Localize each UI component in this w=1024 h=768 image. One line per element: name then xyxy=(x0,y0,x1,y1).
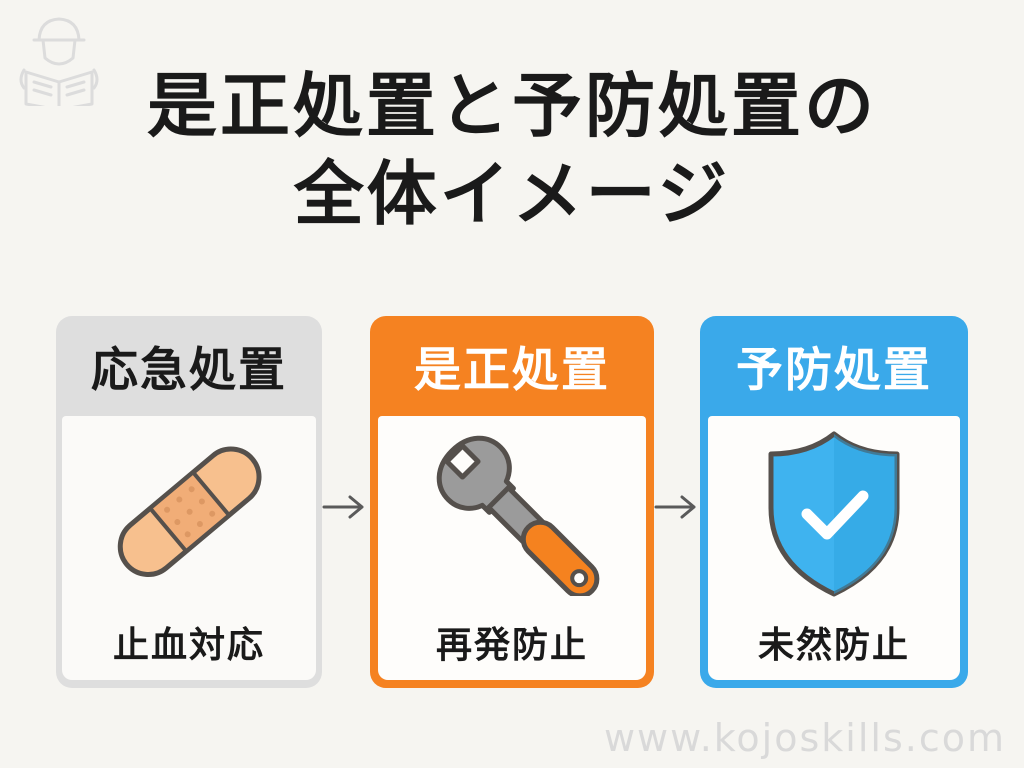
shield-check-icon xyxy=(768,431,900,597)
step-label: 応急処置 xyxy=(91,342,287,398)
step-body: 再発防止 xyxy=(378,416,646,680)
step-card-preventive: 予防処置 未然防止 xyxy=(700,316,968,688)
arrow-right-icon xyxy=(322,495,364,519)
step-caption: 止血対応 xyxy=(112,625,265,666)
step-caption: 再発防止 xyxy=(435,625,588,666)
step-body: 未然防止 xyxy=(708,416,960,680)
step-body: 止血対応 xyxy=(62,416,316,680)
watermark: www.kojoskills.com xyxy=(603,716,1006,760)
title-line-2: 全体イメージ xyxy=(293,153,731,235)
reading-person-logo xyxy=(19,17,99,106)
step-label: 予防処置 xyxy=(736,342,932,398)
step-card-corrective: 是正処置 再発防止 xyxy=(370,316,654,688)
bandage-icon xyxy=(117,446,262,577)
arrow-right-icon xyxy=(654,495,696,519)
title-line-1: 是正処置と予防処置の xyxy=(147,65,877,147)
page-title: 是正処置と予防処置の 全体イメージ xyxy=(0,62,1024,238)
step-card-first-aid: 応急処置 止血対応 xyxy=(56,316,322,688)
wrench-icon xyxy=(436,435,600,596)
step-label: 是正処置 xyxy=(414,342,610,398)
step-caption: 未然防止 xyxy=(757,625,910,666)
